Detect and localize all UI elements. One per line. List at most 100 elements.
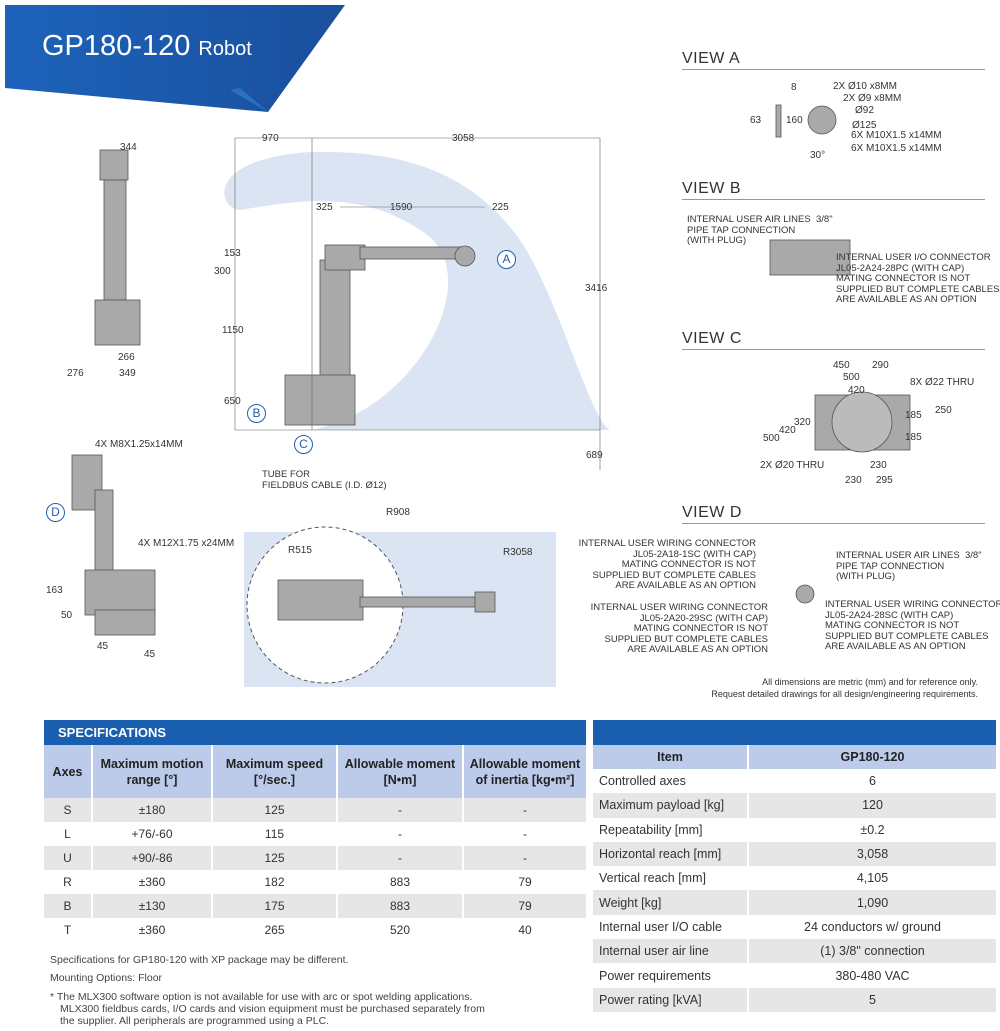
dim-label: 153 — [224, 248, 241, 259]
table-cell: (1) 3/8" connection — [748, 939, 998, 964]
table-cell: 883 — [337, 870, 464, 894]
col-header: GP180-120 — [748, 745, 998, 769]
dim-label: 185 — [905, 432, 922, 443]
table-cell: +76/-60 — [92, 822, 213, 846]
table-cell: Controlled axes — [593, 769, 749, 794]
dim-label: 344 — [120, 142, 137, 153]
table-cell: T — [44, 918, 93, 942]
table-cell: L — [44, 822, 93, 846]
table-cell: 40 — [463, 918, 588, 942]
table-cell: Internal user I/O cable — [593, 914, 749, 940]
dim-label: R515 — [288, 545, 312, 556]
dim-label: 8X Ø22 THRU — [910, 377, 975, 388]
title-banner: GP180-120 Robot — [0, 0, 345, 112]
model-name: GP180-120 — [42, 30, 191, 62]
dim-label: 225 — [492, 202, 509, 213]
technical-drawings — [71, 104, 911, 687]
table-cell: 520 — [337, 918, 464, 942]
dim-label: 420 — [779, 425, 796, 436]
table-cell: 115 — [212, 822, 338, 846]
dim-label: 1150 — [222, 325, 244, 336]
table-row: Vertical reach [mm]4,105 — [593, 866, 998, 891]
page-title: GP180-120 Robot — [42, 30, 252, 63]
col-header: Allowable moment [N•m] — [337, 745, 464, 798]
dim-label: 4X M12X1.75 x24MM — [138, 538, 235, 549]
dim-label: 230 — [870, 460, 887, 471]
specifications-table: SPECIFICATIONS Axes Maximum motion range… — [44, 720, 588, 942]
dim-label: 50 — [61, 610, 73, 621]
table-cell: - — [337, 798, 464, 822]
specifications-title: SPECIFICATIONS — [44, 720, 588, 745]
dim-label: Ø92 — [855, 105, 874, 116]
table-cell: S — [44, 798, 93, 822]
dim-label: 8 — [791, 82, 797, 93]
col-header: Axes — [44, 745, 93, 798]
table-row: Weight [kg]1,090 — [593, 890, 998, 915]
dim-label: 650 — [224, 396, 241, 407]
table-cell: 79 — [463, 894, 588, 918]
table-cell: - — [337, 822, 464, 846]
table-cell: ±180 — [92, 798, 213, 822]
callout-d: D — [46, 503, 65, 522]
dim-label: 320 — [794, 417, 811, 428]
table-cell: B — [44, 894, 93, 918]
dim-label: 250 — [935, 405, 952, 416]
dim-label: 3058 — [452, 133, 475, 144]
view-b-air-note: Internal user air lines 3/8" Pipe tap co… — [687, 214, 833, 246]
table-cell: R — [44, 870, 93, 894]
dim-label: 2X Ø9 x8MM — [843, 93, 902, 104]
table-row: Repeatability [mm]±0.2 — [593, 817, 998, 842]
table-cell: 6 — [748, 769, 998, 794]
dim-label: R3058 — [503, 547, 533, 558]
table-row: Power rating [kVA]5 — [593, 987, 998, 1012]
view-d-note-1: Internal user wiring connector JL05-2A18… — [578, 538, 756, 591]
dim-label: 63 — [750, 115, 762, 126]
table-cell: Horizontal reach [mm] — [593, 841, 749, 867]
footnote-mlx: MLX300 fieldbus cards, I/O cards and vis… — [60, 1003, 485, 1015]
table-cell: - — [463, 798, 588, 822]
table-cell: 24 conductors w/ ground — [748, 914, 998, 940]
view-c-title: VIEW C — [682, 330, 985, 350]
dim-label: 6X M10X1.5 x14MM — [851, 130, 942, 141]
col-header: Allowable moment of inertia [kg•m²] — [463, 745, 588, 798]
footnote-xp: Specifications for GP180-120 with XP pac… — [50, 954, 349, 966]
table-cell: 883 — [337, 894, 464, 918]
banner-shape — [5, 5, 345, 112]
dim-label: 3416 — [585, 283, 608, 294]
table-cell: 79 — [463, 870, 588, 894]
col-header: Maximum motion range [°] — [92, 745, 213, 798]
tube-note: TUBE FOR FIELDBUS CABLE (I.D. Ø12) — [262, 469, 387, 491]
table-cell: - — [463, 822, 588, 846]
disclaimer: All dimensions are metric (mm) and for r… — [711, 676, 978, 700]
table-row: Maximum payload [kg]120 — [593, 793, 998, 818]
table-cell: Vertical reach [mm] — [593, 866, 749, 891]
dim-label: R908 — [386, 507, 410, 518]
table-cell: +90/-86 — [92, 846, 213, 870]
view-d-note-4: Internal user wiring connector JL05-2A24… — [825, 599, 1000, 652]
dim-label: 45 — [97, 641, 109, 652]
dim-label: 163 — [46, 585, 63, 596]
table-cell: 182 — [212, 870, 338, 894]
dim-label: 266 — [118, 352, 135, 363]
dim-label: 2X Ø20 THRU — [760, 460, 825, 471]
dim-label: 325 — [316, 202, 333, 213]
table-cell: 380-480 VAC — [748, 963, 998, 988]
dim-label: 160 — [786, 115, 803, 126]
footnote-mounting: Mounting Options: Floor — [50, 972, 163, 984]
dim-label: 500 — [843, 372, 860, 383]
table-cell: 125 — [212, 846, 338, 870]
table-cell: ±360 — [92, 918, 213, 942]
table-cell: 125 — [212, 798, 338, 822]
footnote-mlx: the supplier. All peripherals are progra… — [60, 1015, 330, 1027]
table-cell: 265 — [212, 918, 338, 942]
table-cell: ±130 — [92, 894, 213, 918]
table-cell: ±360 — [92, 870, 213, 894]
table-cell: - — [337, 846, 464, 870]
